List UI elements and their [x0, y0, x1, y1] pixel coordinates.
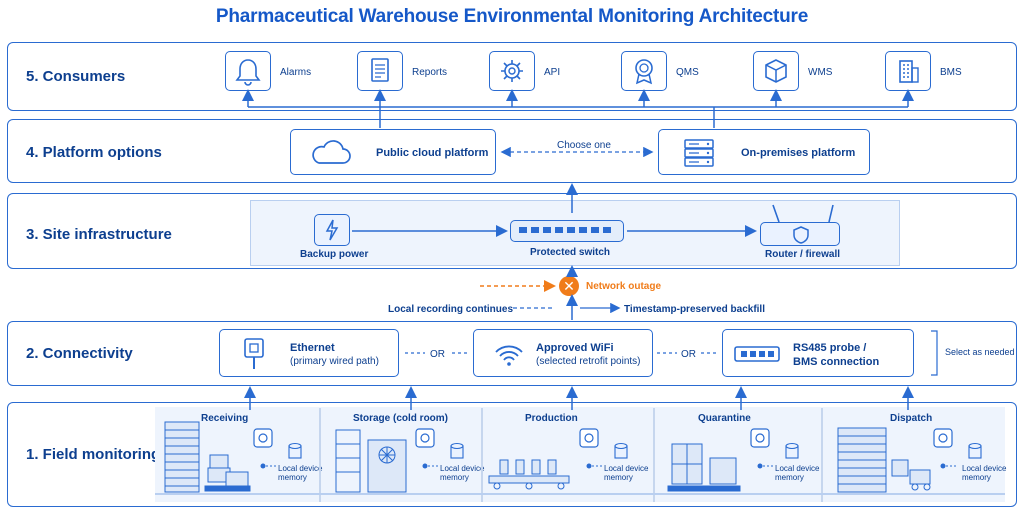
on-premises-label: On-premises platform: [741, 147, 856, 159]
rs485-line2: BMS connection: [793, 356, 880, 368]
gear-icon: [501, 60, 523, 82]
local-recording-label: Local recording continues: [388, 304, 514, 315]
public-cloud-label: Public cloud platform: [376, 147, 489, 159]
reports-label: Reports: [412, 67, 448, 78]
public-cloud-box[interactable]: Public cloud platform: [290, 129, 496, 175]
or-separator: OR: [430, 349, 445, 360]
battery-bolt-icon: [325, 219, 339, 241]
zone-label-production: Production: [525, 413, 578, 424]
warehouse-floor: [155, 407, 1005, 502]
bms-label: BMS: [940, 67, 962, 78]
certificate-badge-icon: [635, 59, 653, 85]
rs485-box[interactable]: RS485 probe / BMS connection: [722, 329, 914, 377]
wifi-title: Approved WiFi: [536, 342, 614, 354]
wms-label: WMS: [808, 67, 833, 78]
or-separator: OR: [681, 349, 696, 360]
reports-box[interactable]: [357, 51, 403, 91]
building-icon: [899, 60, 919, 83]
ethernet-title: Ethernet: [290, 342, 335, 354]
layer-label: 3. Site infrastructure: [26, 226, 172, 243]
protected-switch-label: Protected switch: [530, 247, 611, 258]
network-switch-icon: [519, 227, 611, 233]
alarms-label: Alarms: [280, 67, 312, 78]
wifi-icon: [495, 345, 523, 366]
bell-icon: [235, 59, 261, 86]
rs485-adapter-icon: [734, 346, 780, 362]
layer-label: 1. Field monitoring: [26, 446, 161, 463]
router-firewall-label: Router / firewall: [765, 249, 841, 260]
bms-box[interactable]: [885, 51, 931, 91]
wifi-box[interactable]: Approved WiFi (selected retrofit points): [473, 329, 653, 377]
zone-label-storage: Storage (cold room): [353, 413, 449, 424]
package-box-icon: [765, 59, 787, 83]
backfill-label: Timestamp-preserved backfill: [624, 304, 765, 315]
page-title: Pharmaceutical Warehouse Environmental M…: [215, 6, 809, 27]
rs485-line1: RS485 probe /: [793, 342, 867, 354]
network-outage-label: Network outage: [586, 281, 662, 292]
ethernet-subtitle: (primary wired path): [290, 356, 379, 367]
server-rack-icon: [684, 139, 714, 167]
choose-one-label: Choose one: [557, 140, 611, 151]
zone-label-quarantine: Quarantine: [698, 413, 751, 424]
ethernet-port-icon: [244, 338, 264, 369]
on-premises-box[interactable]: On-premises platform: [658, 129, 870, 175]
shield-icon: [793, 226, 809, 244]
layer-label: 5. Consumers: [26, 68, 126, 85]
router-box[interactable]: [760, 222, 840, 246]
backup-power-box[interactable]: [314, 214, 350, 246]
layer-label: 2. Connectivity: [26, 345, 133, 362]
ethernet-box[interactable]: Ethernet (primary wired path): [219, 329, 399, 377]
zone-label-dispatch: Dispatch: [890, 413, 933, 424]
document-icon: [371, 58, 389, 82]
api-box[interactable]: [489, 51, 535, 91]
layer-label: 4. Platform options: [26, 144, 162, 161]
qms-box[interactable]: [621, 51, 667, 91]
wifi-subtitle: (selected retrofit points): [536, 356, 641, 367]
alarms-box[interactable]: [225, 51, 271, 91]
outage-x-icon: ✕: [559, 276, 579, 296]
backup-power-label: Backup power: [300, 249, 369, 260]
qms-label: QMS: [676, 67, 699, 78]
api-label: API: [544, 67, 561, 78]
protected-switch-box[interactable]: [510, 220, 624, 242]
cloud-icon: [312, 140, 351, 164]
zone-label-receiving: Receiving: [201, 413, 249, 424]
select-as-needed-label: Select as needed: [945, 347, 1015, 357]
wms-box[interactable]: [753, 51, 799, 91]
